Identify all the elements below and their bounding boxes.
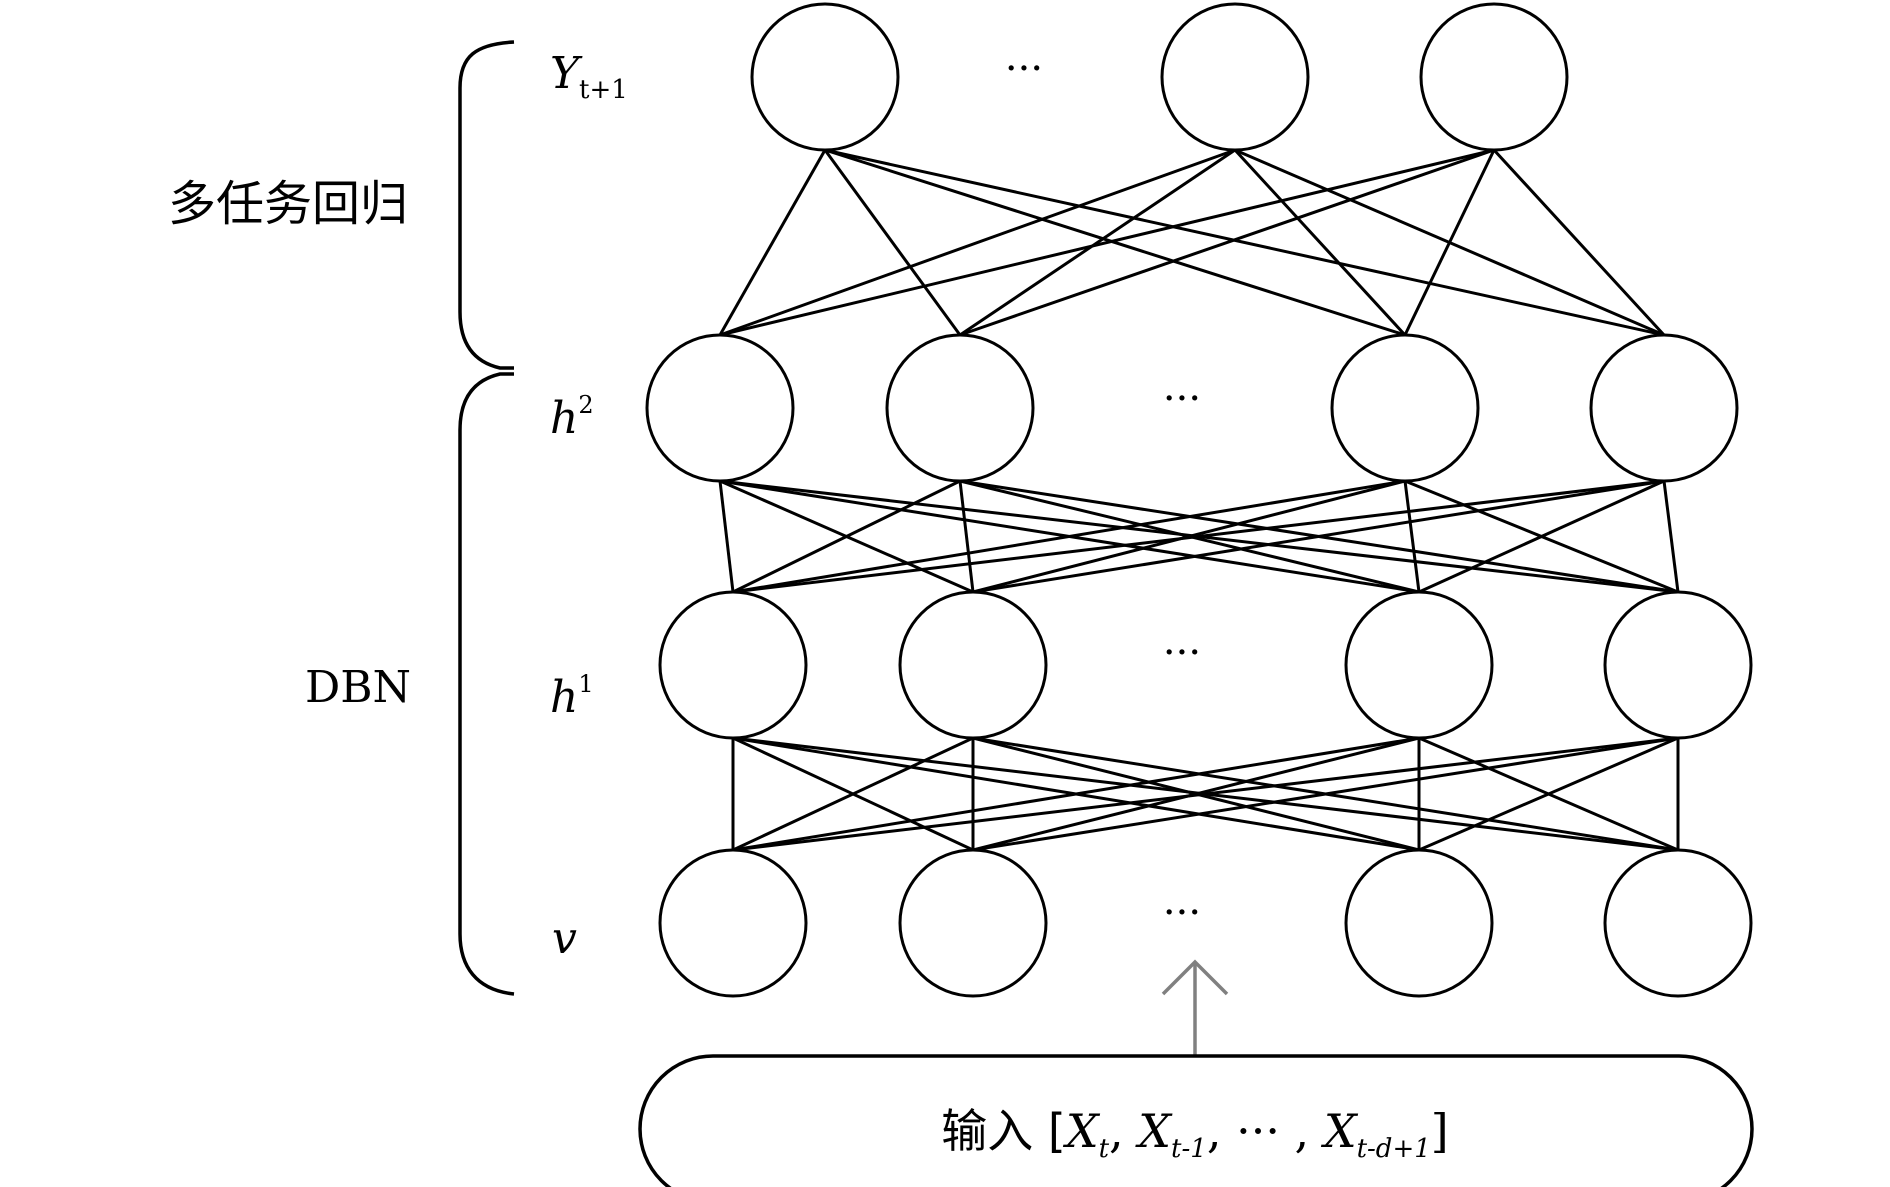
- node-output-1: [750, 2, 900, 152]
- hidden-layer-1-label: h1: [550, 670, 594, 723]
- edge-h1-4-to-v-3: [1418, 736, 1679, 852]
- edge-h2-4-to-h1-2: [972, 479, 1665, 594]
- edge-h1-4-to-v-2: [972, 736, 1679, 852]
- node-v-3: [1344, 848, 1494, 998]
- node-h1-4: [1603, 590, 1753, 740]
- node-output-2: [1160, 2, 1310, 152]
- hidden-layer-2-ellipsis: ···: [1163, 376, 1201, 422]
- edge-h1-2-to-v-1: [732, 736, 974, 852]
- output-layer-ellipsis: ···: [1005, 46, 1043, 92]
- edge-output-3-to-h2-4: [1492, 148, 1666, 337]
- edge-output-3-to-h2-1: [719, 148, 1495, 337]
- edge-output-3-to-h2-3: [1403, 149, 1496, 336]
- node-h2-4: [1589, 333, 1739, 483]
- neuron-nodes: [645, 2, 1753, 998]
- edge-h2-2-to-h1-2: [958, 480, 975, 593]
- node-output-3: [1419, 2, 1569, 152]
- input-arrow: [1161, 959, 1229, 1056]
- edge-h2-4-to-h1-1: [732, 479, 1665, 594]
- edge-output-1-to-h2-2: [823, 149, 962, 336]
- node-h1-2: [898, 590, 1048, 740]
- input-box: [638, 1054, 1754, 1187]
- connection-edges: [718, 148, 1680, 852]
- node-v-2: [898, 848, 1048, 998]
- edge-h2-1-to-h1-1: [718, 480, 735, 593]
- node-v-1: [658, 848, 808, 998]
- multitask-regression-label: 多任务回归: [168, 176, 408, 232]
- edge-output-1-to-h2-4: [824, 148, 1665, 337]
- edge-output-1-to-h2-3: [824, 148, 1406, 337]
- edge-output-1-to-h2-1: [718, 149, 827, 336]
- edge-h2-4-to-h1-3: [1418, 479, 1665, 594]
- node-h2-2: [885, 333, 1035, 483]
- node-h1-3: [1344, 590, 1494, 740]
- edge-h2-3-to-h1-3: [1403, 480, 1421, 593]
- edge-h1-4-to-v-1: [732, 736, 1679, 852]
- edge-h1-3-to-v-1: [732, 736, 1420, 852]
- edge-output-3-to-h2-2: [959, 148, 1495, 337]
- dbn-brace: [458, 372, 515, 996]
- edge-output-2-to-h2-1: [719, 148, 1236, 337]
- hidden-layer-1-ellipsis: ···: [1163, 630, 1201, 676]
- edge-output-2-to-h2-2: [959, 148, 1236, 337]
- edge-h2-2-to-h1-1: [732, 479, 961, 594]
- node-h1-1: [658, 590, 808, 740]
- multitask-regression-brace: [458, 40, 515, 370]
- visible-layer-ellipsis: ···: [1163, 890, 1201, 936]
- dbn-label: DBN: [305, 662, 411, 713]
- edge-output-2-to-h2-3: [1233, 148, 1407, 337]
- edge-h2-4-to-h1-4: [1662, 480, 1680, 593]
- node-v-4: [1603, 848, 1753, 998]
- node-h2-3: [1330, 333, 1480, 483]
- input-box-label: 输入 [Xt, Xt-1, ··· , Xt-d+1]: [941, 1104, 1448, 1164]
- hidden-layer-2-label: h2: [550, 391, 594, 444]
- output-layer-label: Yt+1: [550, 48, 628, 105]
- node-h2-1: [645, 333, 795, 483]
- edge-h2-3-to-h1-1: [732, 479, 1406, 594]
- visible-layer-label: v: [552, 913, 577, 964]
